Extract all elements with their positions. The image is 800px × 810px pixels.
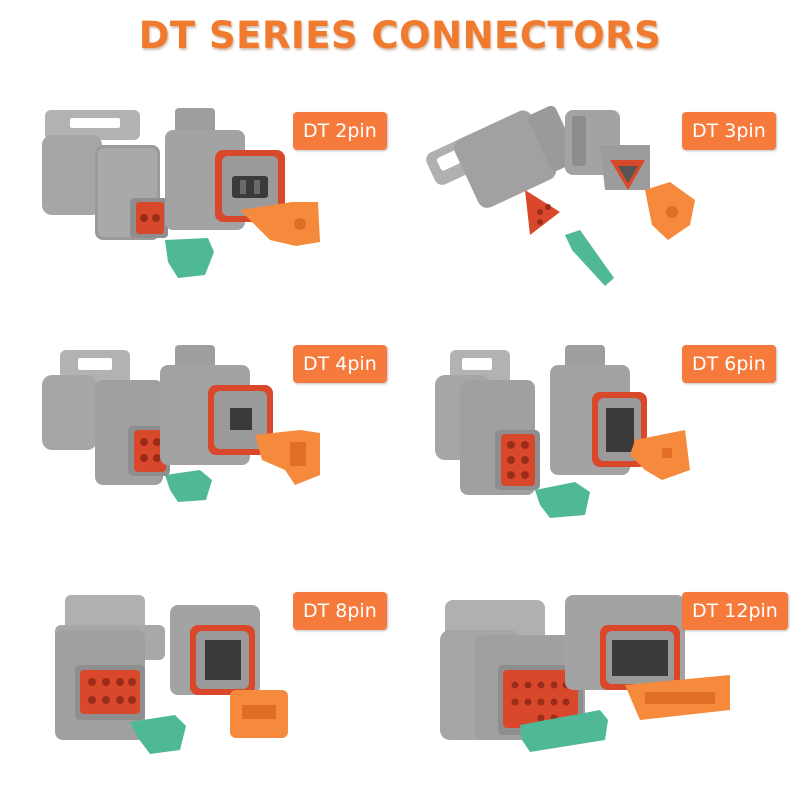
connector-12pin-image <box>440 595 730 752</box>
connector-2pin-image <box>42 108 320 278</box>
product-cell-12pin: DT 12pin <box>400 570 800 810</box>
product-label-6pin: DT 6pin <box>682 345 776 383</box>
connector-8pin-image <box>55 595 288 754</box>
product-cell-6pin: DT 6pin <box>400 330 800 570</box>
product-label-4pin: DT 4pin <box>293 345 387 383</box>
page-title: DT SERIES CONNECTORS <box>138 14 662 57</box>
product-label-12pin: DT 12pin <box>682 592 788 630</box>
product-cell-4pin: DT 4pin <box>0 330 400 570</box>
product-label-2pin: DT 2pin <box>293 112 387 150</box>
connector-6pin-image <box>435 345 690 518</box>
product-label-8pin: DT 8pin <box>293 592 387 630</box>
connector-3pin-image <box>426 105 695 286</box>
product-cell-2pin: DT 2pin <box>0 90 400 330</box>
connector-4pin-image <box>42 345 320 502</box>
product-label-3pin: DT 3pin <box>682 112 776 150</box>
product-cell-8pin: DT 8pin <box>0 570 400 810</box>
product-cell-3pin: DT 3pin <box>400 90 800 330</box>
